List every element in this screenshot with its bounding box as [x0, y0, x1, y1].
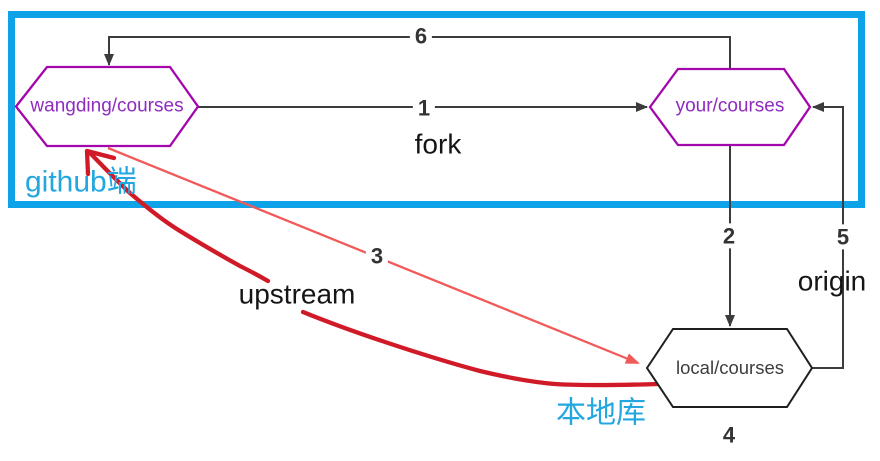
local-region-label: 本地库 — [556, 396, 646, 430]
node-your-courses-label: your/courses — [675, 95, 785, 117]
hand-drawn-curve-segment — [300, 309, 661, 388]
github-region-label: github端 — [25, 165, 137, 199]
node-local-courses-label: local/courses — [676, 356, 784, 378]
edge-4-number: 4 — [717, 422, 741, 448]
node-local-courses-hexagon — [645, 328, 814, 408]
node-your-courses-hexagon — [648, 67, 812, 147]
edge-1-number: 1 — [412, 95, 436, 121]
edge-fork-word-label: fork — [414, 128, 462, 160]
edge-5-number: 5 — [831, 224, 855, 250]
edge-6-number: 6 — [409, 23, 433, 49]
edge-2-number: 2 — [717, 223, 741, 249]
edge-upstream-word-label: upstream — [238, 278, 356, 310]
hand-drawn-arrowhead-barb — [84, 148, 91, 177]
edge-origin-word-label: origin — [797, 265, 867, 297]
edge-3-number: 3 — [365, 243, 389, 269]
node-wangding-courses-hexagon — [14, 65, 200, 148]
hand-drawn-curve-segment — [86, 149, 271, 284]
github-region-box — [8, 11, 865, 208]
node-wangding-courses-label: wangding/courses — [30, 95, 184, 117]
hand-drawn-upstream-arrow — [84, 148, 661, 388]
